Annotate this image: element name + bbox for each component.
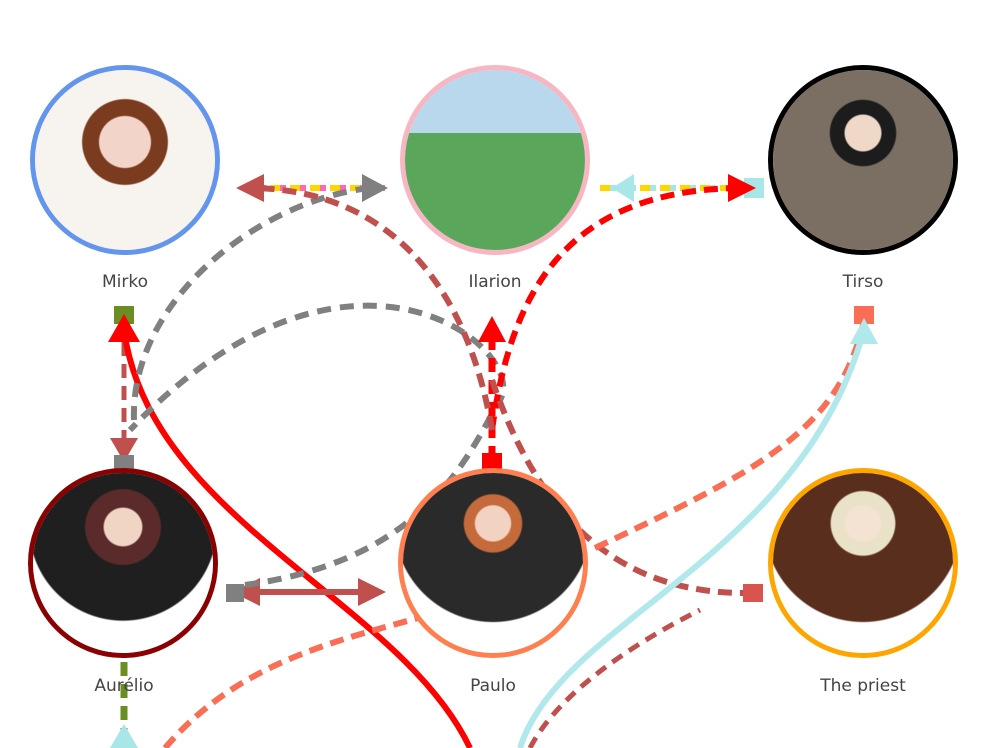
ilarion-portrait-icon [405, 70, 585, 250]
edge-offscreen-coral-left [162, 609, 441, 748]
edge-paulo-tirso-coral [593, 319, 867, 551]
edge-offscreen-tirso [517, 329, 867, 748]
edge-aurelio-paulo-arrow-right [358, 578, 386, 606]
edge-offscreen-brick-bottom [527, 607, 702, 748]
node-ilarion[interactable] [400, 65, 590, 255]
node-label: Paulo [470, 676, 516, 696]
mirko-portrait-icon [35, 70, 215, 250]
edge-paulo-tirso-arrowhead [728, 174, 756, 202]
edge-ilarion-priest-tail [743, 584, 763, 602]
node-mirko[interactable] [30, 65, 220, 255]
edge-gray-arrowhead [362, 174, 388, 202]
node-label: The priest [820, 676, 906, 696]
edge-paulo-ilarion-tail [482, 453, 502, 471]
edge-offscreen-aurelio-arrowhead [110, 724, 138, 748]
paulo-portrait-icon [403, 473, 583, 653]
node-paulo[interactable] [398, 468, 588, 658]
aurelio-portrait-icon [33, 473, 213, 653]
node-label: Mirko [101, 272, 149, 292]
edge-tirso-ilarion-arrowhead [612, 174, 634, 202]
node-tirso[interactable] [768, 65, 958, 255]
node-label: Aurélio [94, 676, 154, 696]
edge-aurelio-ilarion [127, 302, 507, 588]
edge-offscreen-mirko [121, 329, 473, 748]
node-priest[interactable] [768, 468, 958, 658]
edge-gray-to-ilarion [130, 185, 371, 421]
edge-offscreen-mirko-arrowhead [108, 314, 140, 342]
edge-aurelio-paulo-tail [226, 584, 244, 602]
edge-ilarion-priest [489, 379, 751, 597]
tirso-portrait-icon [773, 70, 953, 250]
edge-paulo-mirko-arrowhead [236, 174, 264, 202]
edge-tirso-tail-coral [854, 306, 874, 324]
priest-portrait-icon [773, 473, 953, 653]
edge-mirko-aurelio-arrowhead [110, 438, 138, 462]
node-aurelio[interactable] [28, 468, 218, 658]
edge-offscreen-tirso-arrowhead [850, 318, 878, 344]
node-label: Ilarion [468, 272, 522, 292]
edge-paulo-tirso [489, 185, 741, 431]
node-label: Tirso [842, 272, 884, 292]
edge-paulo-mirko [251, 185, 495, 431]
edge-paulo-ilarion-arrowhead [478, 316, 506, 342]
